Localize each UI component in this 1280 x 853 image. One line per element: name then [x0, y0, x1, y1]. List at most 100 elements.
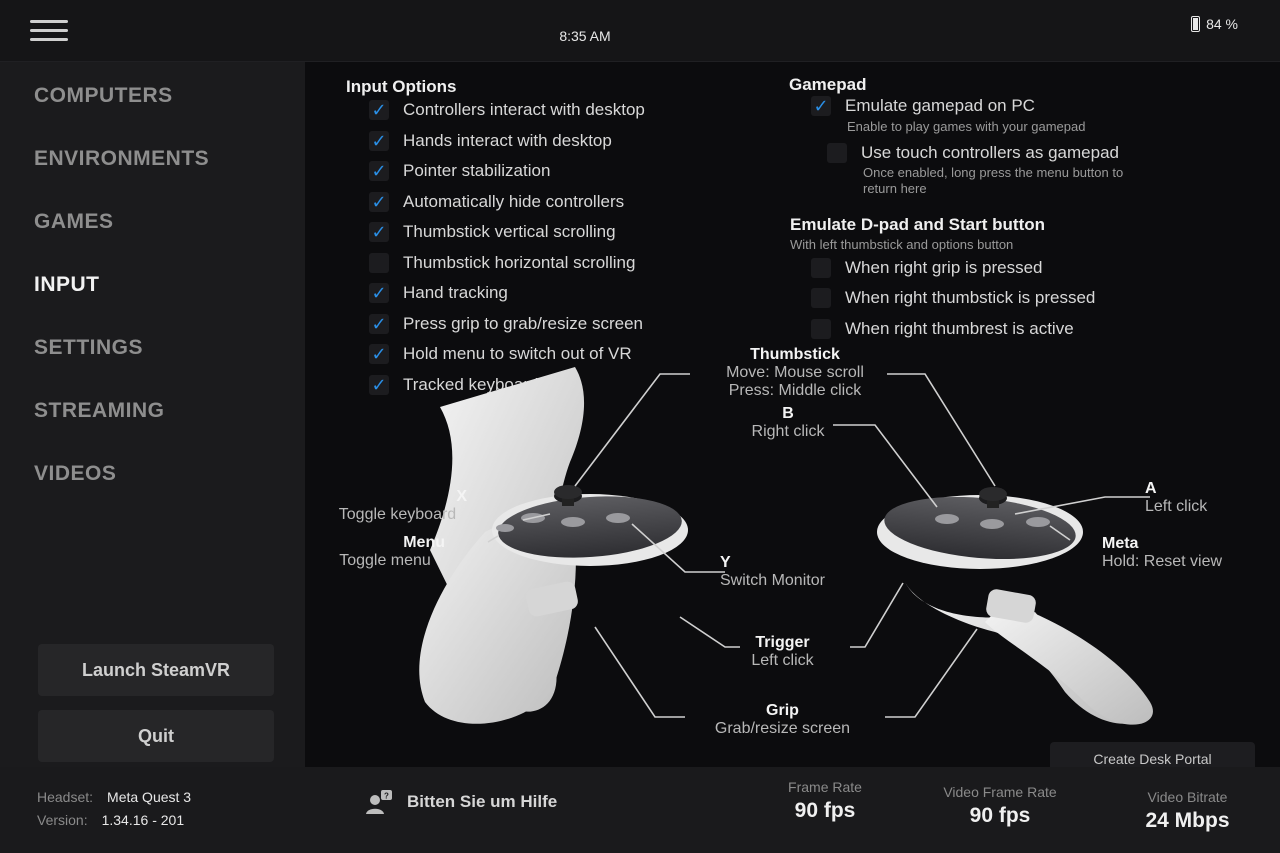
checkbox-icon[interactable]	[369, 161, 389, 181]
input-option-label: Hold menu to switch out of VR	[403, 344, 632, 363]
battery-icon	[1191, 16, 1201, 32]
label-menu-title: Menu	[403, 534, 445, 551]
input-option-label: Controllers interact with desktop	[403, 100, 645, 119]
touch-controllers-checkbox[interactable]: Use touch controllers as gamepad	[827, 143, 1119, 163]
video-frame-rate-stat: Video Frame Rate 90 fps	[920, 784, 1080, 828]
checkbox-icon[interactable]	[369, 313, 389, 334]
dpad-right-thumbstick-checkbox[interactable]: When right thumbstick is pressed	[811, 288, 1095, 308]
status-bar: Headset: Meta Quest 3 Version:1.34.16 - 2…	[0, 767, 1280, 853]
sidebar-item-settings[interactable]: SETTINGS	[34, 336, 144, 359]
input-option-checkbox[interactable]: Pointer stabilization	[369, 161, 550, 181]
emulate-gamepad-checkbox[interactable]: Emulate gamepad on PC	[811, 96, 1035, 116]
input-option-label: Hand tracking	[403, 283, 508, 302]
label-a-title: A	[1145, 480, 1157, 497]
sidebar-item-computers[interactable]: COMPUTERS	[34, 84, 173, 107]
headset-info: Headset: Meta Quest 3	[37, 789, 191, 805]
checkbox-icon[interactable]	[827, 143, 847, 163]
input-option-checkbox[interactable]: Hands interact with desktop	[369, 130, 612, 151]
launch-steamvr-button[interactable]: Launch SteamVR	[38, 644, 274, 696]
label-x-action: Toggle keyboard	[338, 506, 457, 523]
input-option-checkbox[interactable]: Controllers interact with desktop	[369, 100, 645, 120]
label-thumbstick-title: Thumbstick	[750, 346, 840, 363]
checkbox-icon[interactable]	[811, 288, 831, 308]
label-thumbstick-move: Move: Mouse scroll	[726, 364, 864, 381]
svg-text:?: ?	[384, 792, 389, 801]
checkbox-icon[interactable]	[369, 222, 389, 242]
help-button[interactable]: ? Bitten Sie um Hilfe	[365, 789, 557, 815]
checkbox-icon[interactable]	[369, 374, 389, 395]
sidebar-item-games[interactable]: GAMES	[34, 210, 114, 233]
checkbox-icon[interactable]	[369, 344, 389, 364]
touch-controllers-subtext-2: return here	[863, 181, 927, 196]
input-option-checkbox[interactable]: Hand tracking	[369, 283, 508, 303]
touch-controllers-subtext-1: Once enabled, long press the menu button…	[863, 165, 1124, 180]
label-y-title: Y	[720, 554, 731, 571]
left-controller-illustration	[419, 367, 688, 724]
version-info: Version:1.34.16 - 201	[37, 812, 184, 828]
label-grip-action: Grab/resize screen	[714, 720, 851, 737]
label-menu-action: Toggle menu	[339, 552, 431, 569]
dpad-title: Emulate D-pad and Start button	[790, 215, 1045, 234]
dpad-subtext: With left thumbstick and options button	[790, 237, 1014, 252]
label-b-title: B	[782, 405, 794, 422]
label-trigger-title: Trigger	[755, 634, 810, 651]
label-trigger-action: Left click	[751, 652, 814, 669]
frame-rate-value: 90 fps	[794, 799, 856, 822]
video-bitrate-key: Video Bitrate	[1147, 789, 1228, 805]
gamepad-title: Gamepad	[789, 75, 867, 94]
help-label: Bitten Sie um Hilfe	[407, 792, 558, 811]
video-frame-rate-value: 90 fps	[969, 804, 1031, 827]
sidebar-item-input[interactable]: INPUT	[34, 273, 100, 296]
checkbox-icon[interactable]	[369, 252, 389, 273]
label-menu: Menu Toggle menu	[315, 534, 455, 570]
headset-value: Meta Quest 3	[107, 789, 192, 805]
input-option-checkbox[interactable]: Hold menu to switch out of VR	[369, 344, 632, 364]
frame-rate-key: Frame Rate	[788, 779, 862, 795]
label-a: A Left click	[1145, 480, 1235, 516]
right-controller-illustration	[877, 487, 1153, 725]
hamburger-menu-icon[interactable]	[30, 20, 68, 44]
input-option-label: Automatically hide controllers	[403, 191, 625, 211]
video-bitrate-value: 24 Mbps	[1145, 809, 1230, 832]
input-option-label: Hands interact with desktop	[403, 130, 612, 150]
dpad-right-grip-checkbox[interactable]: When right grip is pressed	[811, 258, 1042, 278]
headset-key: Headset:	[37, 789, 94, 805]
version-value: 1.34.16 - 201	[101, 812, 185, 828]
label-b: B Right click	[723, 405, 853, 441]
sidebar-item-videos[interactable]: VIDEOS	[34, 462, 117, 485]
checkbox-icon[interactable]	[369, 191, 389, 212]
label-b-action: Right click	[751, 423, 825, 440]
input-option-label: Thumbstick horizontal scrolling	[403, 252, 636, 272]
checkbox-icon[interactable]	[811, 258, 831, 278]
label-trigger: Trigger Left click	[730, 634, 835, 670]
touch-controllers-label: Use touch controllers as gamepad	[861, 143, 1119, 162]
input-option-label: Tracked keyboard	[403, 374, 539, 394]
input-option-checkbox[interactable]: Automatically hide controllers	[369, 191, 625, 212]
input-option-checkbox[interactable]: Thumbstick horizontal scrolling	[369, 252, 636, 273]
sidebar: COMPUTERS ENVIRONMENTS GAMES INPUT SETTI…	[0, 62, 305, 767]
label-a-action: Left click	[1145, 498, 1208, 515]
checkbox-icon[interactable]	[811, 96, 831, 116]
quit-button[interactable]: Quit	[38, 710, 274, 762]
input-option-checkbox[interactable]: Press grip to grab/resize screen	[369, 313, 643, 334]
clock: 8:35 AM	[559, 28, 611, 44]
checkbox-icon[interactable]	[369, 100, 389, 120]
checkbox-icon[interactable]	[811, 319, 831, 339]
input-option-checkbox[interactable]: Thumbstick vertical scrolling	[369, 222, 616, 242]
checkbox-icon[interactable]	[369, 283, 389, 303]
main-panel: Input Options Controllers interact with …	[305, 62, 1280, 776]
top-bar: 8:35 AM 84 %	[0, 0, 1280, 62]
label-meta-title: Meta	[1102, 535, 1139, 552]
input-option-label: Press grip to grab/resize screen	[403, 313, 643, 333]
video-frame-rate-key: Video Frame Rate	[943, 784, 1057, 800]
help-person-icon: ?	[366, 790, 392, 814]
label-grip: Grip Grab/resize screen	[690, 702, 875, 738]
label-grip-title: Grip	[766, 702, 799, 719]
input-option-checkbox[interactable]: Tracked keyboard	[369, 374, 539, 395]
emulate-gamepad-subtext: Enable to play games with your gamepad	[847, 119, 1086, 134]
checkbox-icon[interactable]	[369, 130, 389, 151]
sidebar-item-environments[interactable]: ENVIRONMENTS	[34, 147, 210, 170]
sidebar-item-streaming[interactable]: STREAMING	[34, 399, 165, 422]
dpad-right-thumbrest-checkbox[interactable]: When right thumbrest is active	[811, 319, 1074, 339]
